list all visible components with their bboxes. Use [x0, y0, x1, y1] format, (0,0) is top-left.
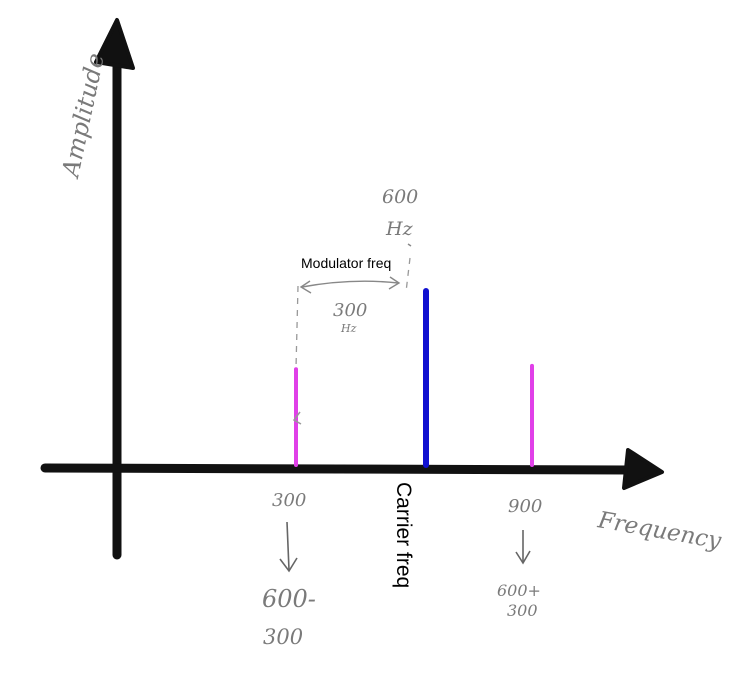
lower-note-line-2: 300	[263, 625, 303, 649]
lower-sideband-down-arrow	[279, 521, 298, 573]
modulator-freq-label: Modulator freq	[301, 255, 391, 271]
tick-label-900: 900	[508, 496, 542, 517]
carrier-top-label-unit: Hz	[385, 218, 414, 240]
y-axis-arrowhead	[94, 18, 135, 70]
tick-label-carrier-freq: Carrier freq	[392, 482, 415, 588]
upper-note-line-1: 600+	[497, 581, 541, 600]
x-axis	[40, 463, 635, 475]
carrier-top-dash	[407, 243, 412, 247]
upper-note-line-2: 300	[507, 601, 538, 620]
guide-dashed-left	[295, 285, 299, 369]
tick-label-300: 300	[272, 490, 306, 511]
modulator-unit: Hz	[340, 322, 357, 335]
modulator-value: 300	[333, 300, 367, 321]
upper-sideband-down-arrow	[515, 530, 531, 565]
x-axis-label: Frequency	[595, 507, 724, 555]
modulator-spacing-arrow	[299, 276, 401, 294]
lower-note-line-1: 600-	[262, 585, 316, 613]
x-axis-arrowhead	[622, 448, 664, 490]
pen-mark	[292, 411, 302, 425]
y-axis-label: Amplitude	[56, 51, 110, 182]
carrier-top-label-value: 600	[382, 186, 418, 208]
spectral-lines	[294, 288, 534, 468]
guide-dashed-right	[405, 257, 411, 293]
